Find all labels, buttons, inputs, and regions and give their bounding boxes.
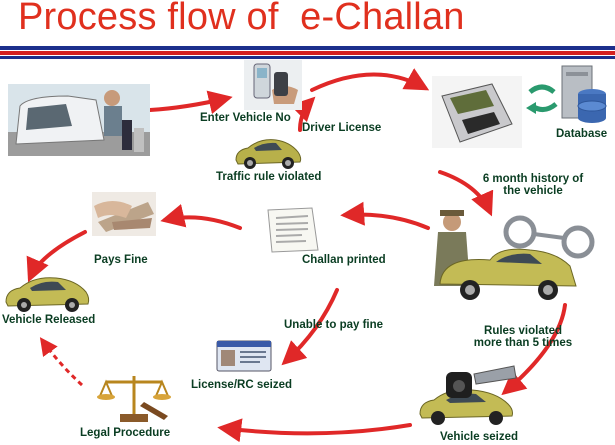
arrow-device-to-database xyxy=(310,68,430,92)
traffic-rule-car-icon xyxy=(232,134,304,170)
handheld-device-icon xyxy=(244,60,302,110)
arrow-legal-to-released xyxy=(39,337,84,387)
arrow-officer-to-device xyxy=(148,90,233,115)
header-divider-blue-2 xyxy=(0,56,615,59)
database-icon xyxy=(554,64,610,130)
wheel-clamp-icon xyxy=(416,364,524,426)
label-history-line1: 6 month history of xyxy=(482,173,584,185)
label-legal-procedure: Legal Procedure xyxy=(80,427,171,439)
header-divider-blue xyxy=(0,46,615,50)
label-enter-vehicle: Enter Vehicle No xyxy=(200,112,291,124)
label-rules-violated: Rules violated more than 5 times xyxy=(458,325,588,349)
label-license-seized: License/RC seized xyxy=(191,379,292,391)
label-rules-violated-line1: Rules violated xyxy=(484,325,562,337)
police-officer-icon xyxy=(430,206,610,306)
card-terminal-icon xyxy=(432,76,522,148)
label-traffic-rule: Traffic rule violated xyxy=(216,171,322,183)
arrow-history-to-challan xyxy=(340,201,430,230)
sync-arrow-icon xyxy=(526,84,558,114)
label-rules-violated-line2: more than 5 times xyxy=(473,337,573,349)
label-database: Database xyxy=(556,128,608,140)
label-history-line2: the vehicle xyxy=(503,185,563,197)
label-challan-printed: Challan printed xyxy=(302,254,386,266)
scales-of-justice-icon xyxy=(94,372,176,424)
arrow-challan-to-cash xyxy=(160,204,242,230)
arrow-seized-to-legal xyxy=(217,418,412,443)
officer-at-car-photo xyxy=(8,84,150,156)
label-driver-license: Driver License xyxy=(302,122,382,134)
page-title: Process flow of e-Challan xyxy=(18,0,465,38)
cash-icon xyxy=(92,192,156,236)
id-card-icon xyxy=(216,340,272,372)
header-divider-red xyxy=(0,51,615,55)
label-history: 6 month history of the vehicle xyxy=(470,173,596,197)
label-pays-fine: Pays Fine xyxy=(94,254,148,266)
receipt-icon xyxy=(262,206,322,254)
label-vehicle-seized: Vehicle seized xyxy=(440,431,518,443)
label-unable-to-pay: Unable to pay fine xyxy=(284,319,384,331)
released-car-icon xyxy=(2,272,92,312)
label-vehicle-released: Vehicle Released xyxy=(2,314,96,326)
